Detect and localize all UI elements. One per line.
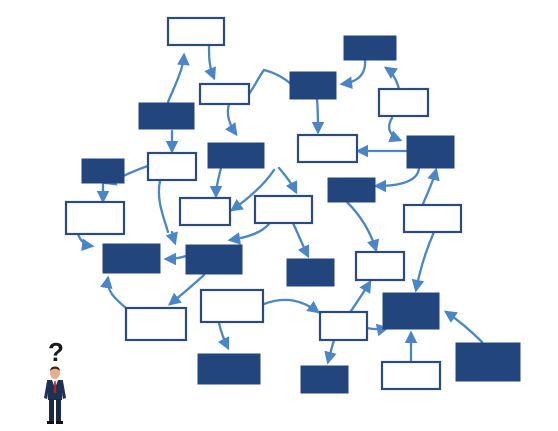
connector-arrow xyxy=(411,230,436,293)
connector-arrow xyxy=(247,68,293,96)
outlined-box xyxy=(166,16,226,47)
person-leg xyxy=(56,399,61,422)
solid-box xyxy=(289,71,337,100)
outlined-box xyxy=(402,203,463,234)
connector-arrow xyxy=(229,168,276,212)
connector-arrow xyxy=(262,298,321,314)
person-arm xyxy=(44,381,49,399)
solid-box xyxy=(102,243,161,274)
outlined-box xyxy=(377,87,430,118)
person-tie xyxy=(53,381,57,394)
person-leg xyxy=(49,399,54,422)
solid-box xyxy=(207,142,265,169)
connector-arrow xyxy=(157,179,170,234)
solid-box xyxy=(286,258,335,287)
outlined-box xyxy=(253,194,314,225)
connector-arrow xyxy=(204,44,216,81)
solid-box xyxy=(327,177,376,203)
connector-arrow xyxy=(225,102,238,137)
outlined-box xyxy=(198,82,251,106)
connector-arrow xyxy=(277,166,298,195)
solid-box xyxy=(197,353,261,385)
solid-box xyxy=(406,135,455,169)
connector-arrow xyxy=(311,98,325,135)
outlined-box xyxy=(199,288,265,324)
connector-arrow xyxy=(347,279,372,316)
outlined-box xyxy=(178,196,232,227)
connector-arrow xyxy=(166,52,190,104)
outlined-box xyxy=(318,310,369,342)
connector-arrow xyxy=(324,338,337,365)
solid-boxes xyxy=(81,35,521,394)
outlined-box xyxy=(146,151,198,182)
connector-arrow xyxy=(388,116,403,143)
outlined-box xyxy=(354,250,406,282)
solid-box xyxy=(300,365,349,394)
solid-box xyxy=(343,35,397,61)
connector-arrow xyxy=(383,66,401,91)
question-mark-icon: ? xyxy=(48,337,64,367)
connector-arrow xyxy=(100,275,128,310)
outlined-box xyxy=(296,133,359,164)
businessman-figure: ? xyxy=(44,337,66,424)
person-arm xyxy=(61,381,66,399)
solid-box xyxy=(382,292,440,330)
person-head xyxy=(50,367,60,379)
connector-arrow xyxy=(168,273,206,306)
connector-arrow xyxy=(209,166,223,199)
outlined-box xyxy=(380,360,442,391)
outlined-box xyxy=(124,306,188,342)
person-hair xyxy=(50,366,60,371)
person-shoe xyxy=(56,421,63,424)
connector-arrow xyxy=(373,166,421,193)
connector-arrow xyxy=(165,230,178,246)
outlined-box xyxy=(64,200,126,236)
connector-arrow xyxy=(291,221,310,259)
connector-arrow xyxy=(443,310,484,344)
connector-arrows xyxy=(76,44,484,365)
solid-box xyxy=(455,342,521,382)
connector-arrow xyxy=(76,232,95,252)
connector-arrow xyxy=(339,58,367,90)
connector-arrow xyxy=(217,321,230,351)
connector-arrow xyxy=(421,167,440,206)
solid-box xyxy=(185,244,243,275)
person-shoe xyxy=(47,421,54,424)
connector-arrow xyxy=(345,200,380,253)
outlined-boxes xyxy=(64,16,463,391)
connector-arrow xyxy=(227,222,271,245)
solid-box xyxy=(138,102,195,130)
connector-arrow xyxy=(163,252,188,266)
solid-box xyxy=(81,158,125,184)
